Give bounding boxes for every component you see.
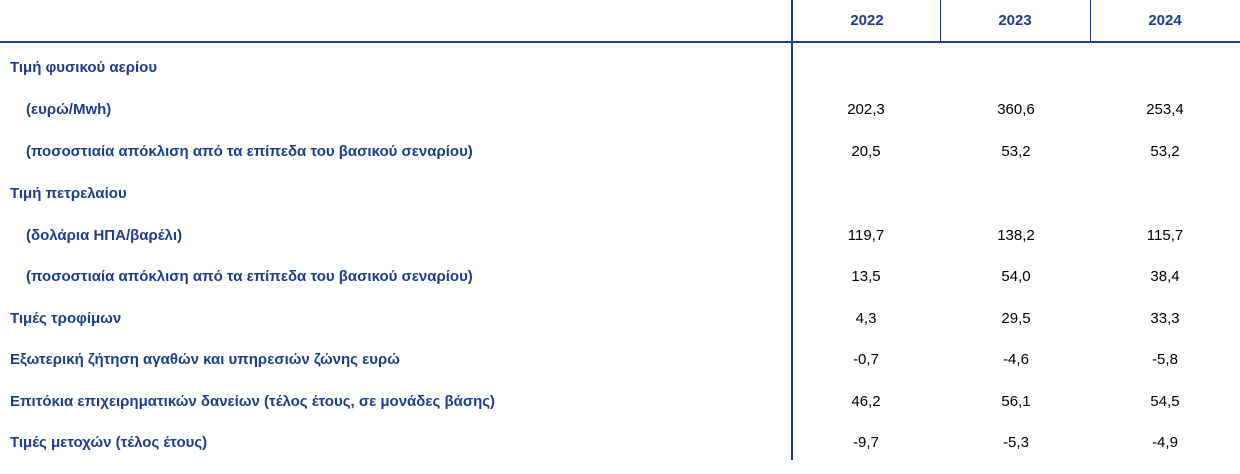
value-cell-2022: -9,7: [853, 434, 879, 451]
value-cell-2022: -0,7: [853, 351, 879, 368]
row-label: Εξωτερική ζήτηση αγαθών και υπηρεσιών ζώ…: [10, 351, 400, 368]
value-cell-2024: -5,8: [1152, 351, 1178, 368]
value-cell-2022: 13,5: [851, 268, 881, 285]
column-header-2024: 2024: [1148, 12, 1182, 29]
value-cell-2024: 115,7: [1146, 227, 1184, 244]
value-cell-2024: 38,4: [1150, 268, 1180, 285]
value-cell-2024: 54,5: [1150, 393, 1180, 410]
value-cell-2022: 20,5: [851, 143, 881, 160]
header-divider: [940, 0, 941, 42]
row-label: (ποσοστιαία απόκλιση από τα επίπεδα του …: [26, 143, 473, 160]
header-divider: [1090, 0, 1091, 42]
row-label: Τιμές τροφίμων: [10, 310, 122, 327]
value-cell-2023: 56,1: [1001, 393, 1031, 410]
row-label: (ευρώ/Mwh): [26, 101, 112, 118]
table-row: Τιμή φυσικού αερίου: [0, 58, 1240, 99]
table-row: Τιμές τροφίμων 4,3 29,5 33,3: [0, 309, 1240, 350]
value-cell-2022: 46,2: [851, 393, 881, 410]
table-row: Επιτόκια επιχειρηματικών δανείων (τέλος …: [0, 392, 1240, 433]
column-header-2022: 2022: [850, 12, 884, 29]
table-row: Τιμές μετοχών (τέλος έτους) -9,7 -5,3 -4,9: [0, 433, 1240, 474]
value-cell-2024: 53,2: [1150, 143, 1180, 160]
value-cell-2024: -4,9: [1152, 434, 1178, 451]
row-label: (ποσοστιαία απόκλιση από τα επίπεδα του …: [26, 268, 473, 285]
value-cell-2022: 119,7: [847, 227, 885, 244]
table-row: (ποσοστιαία απόκλιση από τα επίπεδα του …: [0, 267, 1240, 308]
header-underline: [0, 41, 1240, 43]
value-cell-2023: 54,0: [1001, 268, 1031, 285]
value-cell-2023: 360,6: [997, 101, 1035, 118]
row-label: Τιμές μετοχών (τέλος έτους): [10, 434, 208, 451]
value-cell-2022: 202,3: [847, 101, 885, 118]
value-cell-2024: 33,3: [1150, 310, 1180, 327]
table-row: (ευρώ/Mwh) 202,3 360,6 253,4: [0, 100, 1240, 141]
row-label: Τιμή πετρελαίου: [10, 185, 127, 202]
value-cell-2022: 4,3: [855, 310, 877, 327]
value-cell-2023: 138,2: [997, 227, 1035, 244]
table-row: Τιμή πετρελαίου: [0, 184, 1240, 225]
table-row: (ποσοστιαία απόκλιση από τα επίπεδα του …: [0, 142, 1240, 183]
table-row: Εξωτερική ζήτηση αγαθών και υπηρεσιών ζώ…: [0, 350, 1240, 391]
value-cell-2023: -4,6: [1003, 351, 1029, 368]
value-cell-2023: 29,5: [1001, 310, 1031, 327]
column-divider: [791, 0, 793, 460]
row-label: (δολάρια ΗΠΑ/βαρέλι): [26, 227, 183, 244]
table-row: (δολάρια ΗΠΑ/βαρέλι) 119,7 138,2 115,7: [0, 226, 1240, 267]
column-header-2023: 2023: [998, 12, 1032, 29]
row-label: Επιτόκια επιχειρηματικών δανείων (τέλος …: [10, 393, 496, 410]
row-label: Τιμή φυσικού αερίου: [10, 59, 158, 76]
value-cell-2023: 53,2: [1001, 143, 1031, 160]
value-cell-2024: 253,4: [1146, 101, 1184, 118]
value-cell-2023: -5,3: [1003, 434, 1029, 451]
